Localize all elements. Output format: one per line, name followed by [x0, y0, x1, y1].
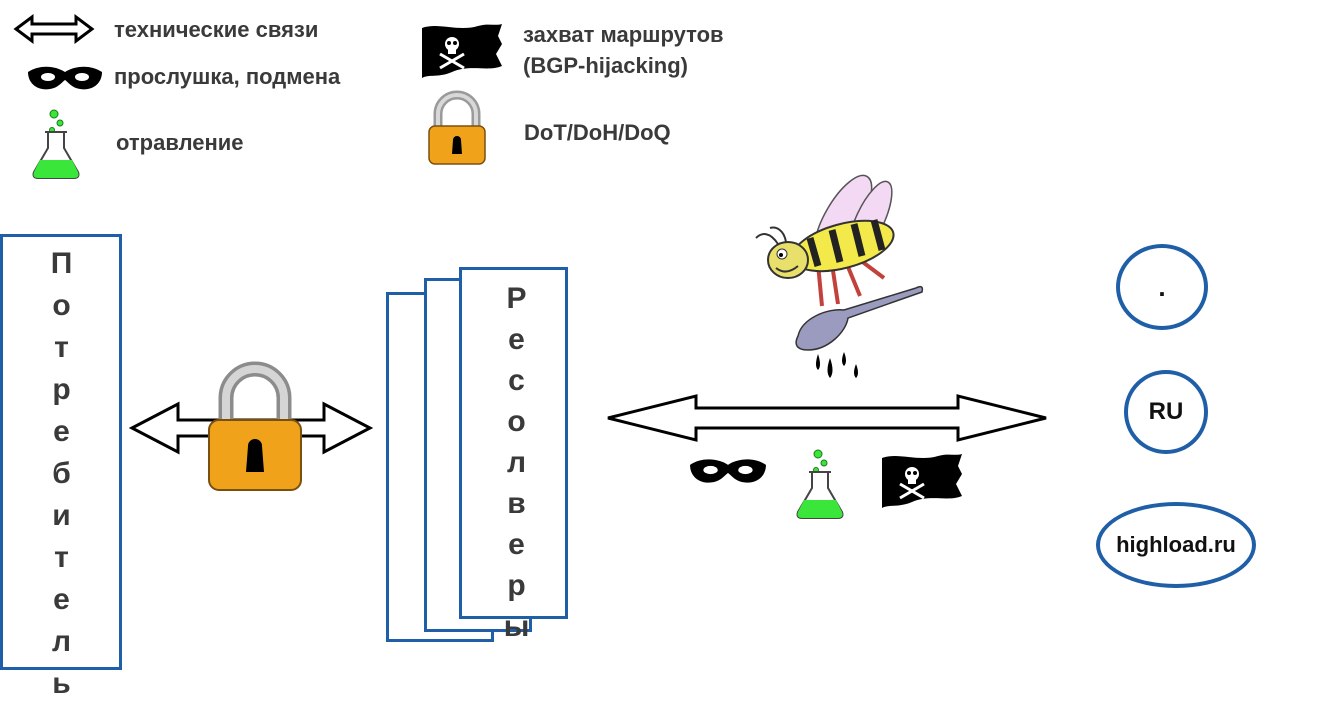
dns-root-label: .: [1158, 271, 1166, 302]
dns-tld-label: RU: [1148, 398, 1184, 425]
pirate-flag-icon: [422, 24, 502, 78]
mask-icon: [690, 459, 766, 483]
legend-bgp-label-line2: (BGP-hijacking): [523, 53, 689, 78]
dns-tld-node: RU: [1124, 370, 1208, 454]
flask-icon: [32, 109, 80, 179]
double-arrow-icon: [13, 14, 95, 44]
consumer-box: Потребитель: [0, 234, 122, 709]
mask-icon: [28, 66, 102, 90]
legend-tech-links-label: технические связи: [114, 17, 319, 42]
consumer-label: Потребитель: [45, 247, 78, 709]
dns-domain-label: highload.ru: [1116, 532, 1236, 557]
legend-encryption-label: DoT/DoH/DoQ: [524, 120, 671, 145]
lock-icon: [428, 90, 486, 165]
legend-bgp-label-line1: захват маршрутов: [523, 22, 724, 47]
pirate-flag-icon: [882, 454, 962, 508]
dns-root-node: .: [1116, 244, 1208, 330]
flask-icon: [796, 449, 844, 519]
encryption-lock-icon: [208, 361, 302, 491]
dns-domain-node: highload.ru: [1096, 502, 1256, 588]
legend-poisoning-label: отравление: [116, 130, 244, 155]
resolvers-label: Ресолверы: [500, 282, 533, 651]
resolver-box-front: Ресолверы: [459, 267, 568, 651]
legend-eavesdrop-label: прослушка, подмена: [114, 64, 341, 89]
resolver-dns-link-arrow: [607, 394, 1047, 442]
bee-icon: [755, 174, 924, 378]
